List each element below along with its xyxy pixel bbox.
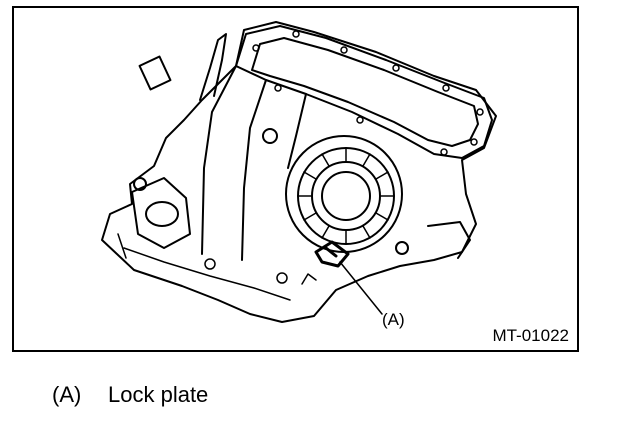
side-bolt — [395, 241, 409, 255]
left-bracket-hole — [145, 201, 179, 227]
lock-plate-tab — [324, 246, 338, 258]
figure-frame: (A) MT-01022 — [12, 6, 579, 352]
differential-assembly — [285, 135, 403, 253]
legend-key: (A) — [52, 382, 82, 407]
figure-code: MT-01022 — [492, 326, 569, 345]
housing-wall-right — [287, 93, 307, 169]
housing-boss — [262, 128, 278, 144]
breather-plug — [138, 55, 172, 91]
housing-wall-left — [201, 65, 237, 255]
lock-plate — [314, 240, 350, 268]
top-flange-inner — [251, 37, 479, 147]
left-bolt — [133, 177, 147, 191]
flange-bolts — [252, 30, 484, 156]
lower-ribs — [117, 233, 317, 301]
left-bracket — [131, 177, 191, 249]
legend-text: Lock plate — [108, 382, 209, 407]
case-outline — [101, 21, 497, 323]
callout-leader-a — [339, 261, 383, 315]
side-flange — [427, 221, 471, 259]
legend: (A) Lock plate — [52, 382, 208, 408]
top-flange — [235, 25, 493, 159]
dipstick-tube — [199, 33, 227, 101]
callout-label-a: (A) — [382, 310, 405, 329]
housing-wall-mid — [241, 79, 267, 261]
transmission-case-drawing — [101, 21, 497, 323]
